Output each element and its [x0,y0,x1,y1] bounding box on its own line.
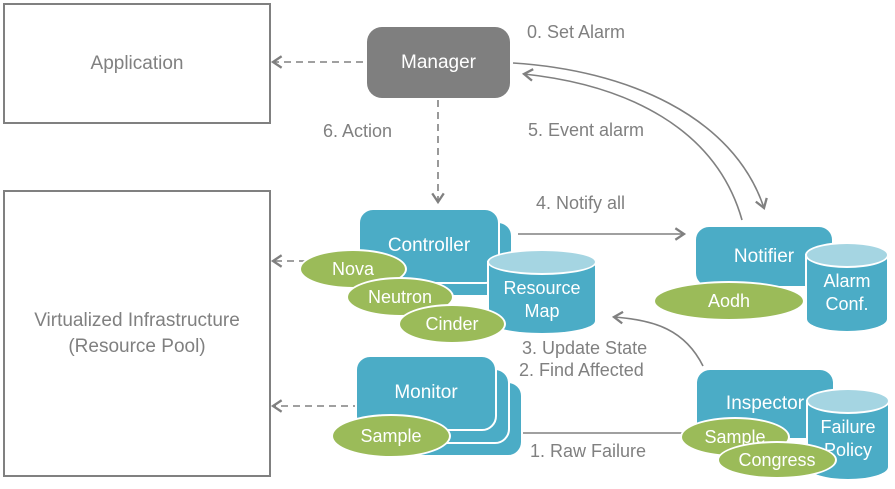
neutron-label: Neutron [367,286,433,307]
resource-map-label-line2: Map [524,301,560,322]
cylinder-top [806,388,890,414]
congress-label: Congress [738,449,816,470]
notifier-label: Notifier [733,245,795,267]
arrow-set-alarm-arc [512,62,768,210]
arrow-event-alarm-arc [521,68,743,221]
virtualized-infrastructure-box: Virtualized Infrastructure (Resource Poo… [3,190,271,477]
label-step2-find-affected: 2. Find Affected [519,360,644,380]
resource-map-label-line1: Resource [503,278,581,298]
label-step6-action: 6. Action [323,121,393,141]
congress-ellipse: Congress [717,441,837,479]
cylinder-top [487,249,597,275]
label-step3-update-state: 3. Update State [522,338,648,358]
label-step0-set-alarm: 0. Set Alarm [527,22,626,42]
alarm-conf-cylinder: Alarm Conf. [805,242,889,333]
aodh-ellipse: Aodh [653,281,805,321]
failure-policy-label-line2: Policy [823,440,872,461]
aodh-label: Aodh [707,290,751,311]
sample-monitor-ellipse: Sample [331,414,451,458]
manager-box: Manager [367,27,510,98]
label-step4-notify-all: 4. Notify all [536,193,626,213]
cinder-ellipse: Cinder [398,304,506,344]
vi-label-line1: Virtualized Infrastructure [34,309,240,331]
failure-policy-label-line1: Failure [820,417,876,437]
application-label: Application [90,52,184,74]
nova-ellipse: Nova [299,249,407,289]
arrow-inspector-to-resource-map [611,310,704,367]
vi-label-line2: (Resource Pool) [68,335,206,357]
alarm-conf-label-line2: Conf. [825,294,869,315]
sample-inspector-label: Sample [704,426,766,447]
monitor-label: Monitor [394,382,458,403]
cylinder-top [805,242,889,268]
controller-label: Controller [387,235,471,256]
cinder-label: Cinder [425,313,479,334]
manager-label: Manager [401,51,476,73]
label-step1-raw-failure: 1. Raw Failure [530,441,647,461]
alarm-conf-label-line1: Alarm [823,271,871,291]
label-step5-event-alarm: 5. Event alarm [528,120,645,140]
nova-label: Nova [331,258,375,279]
application-box: Application [3,3,271,124]
sample-monitor-label: Sample [360,425,422,446]
inspector-label: Inspector [725,393,805,414]
